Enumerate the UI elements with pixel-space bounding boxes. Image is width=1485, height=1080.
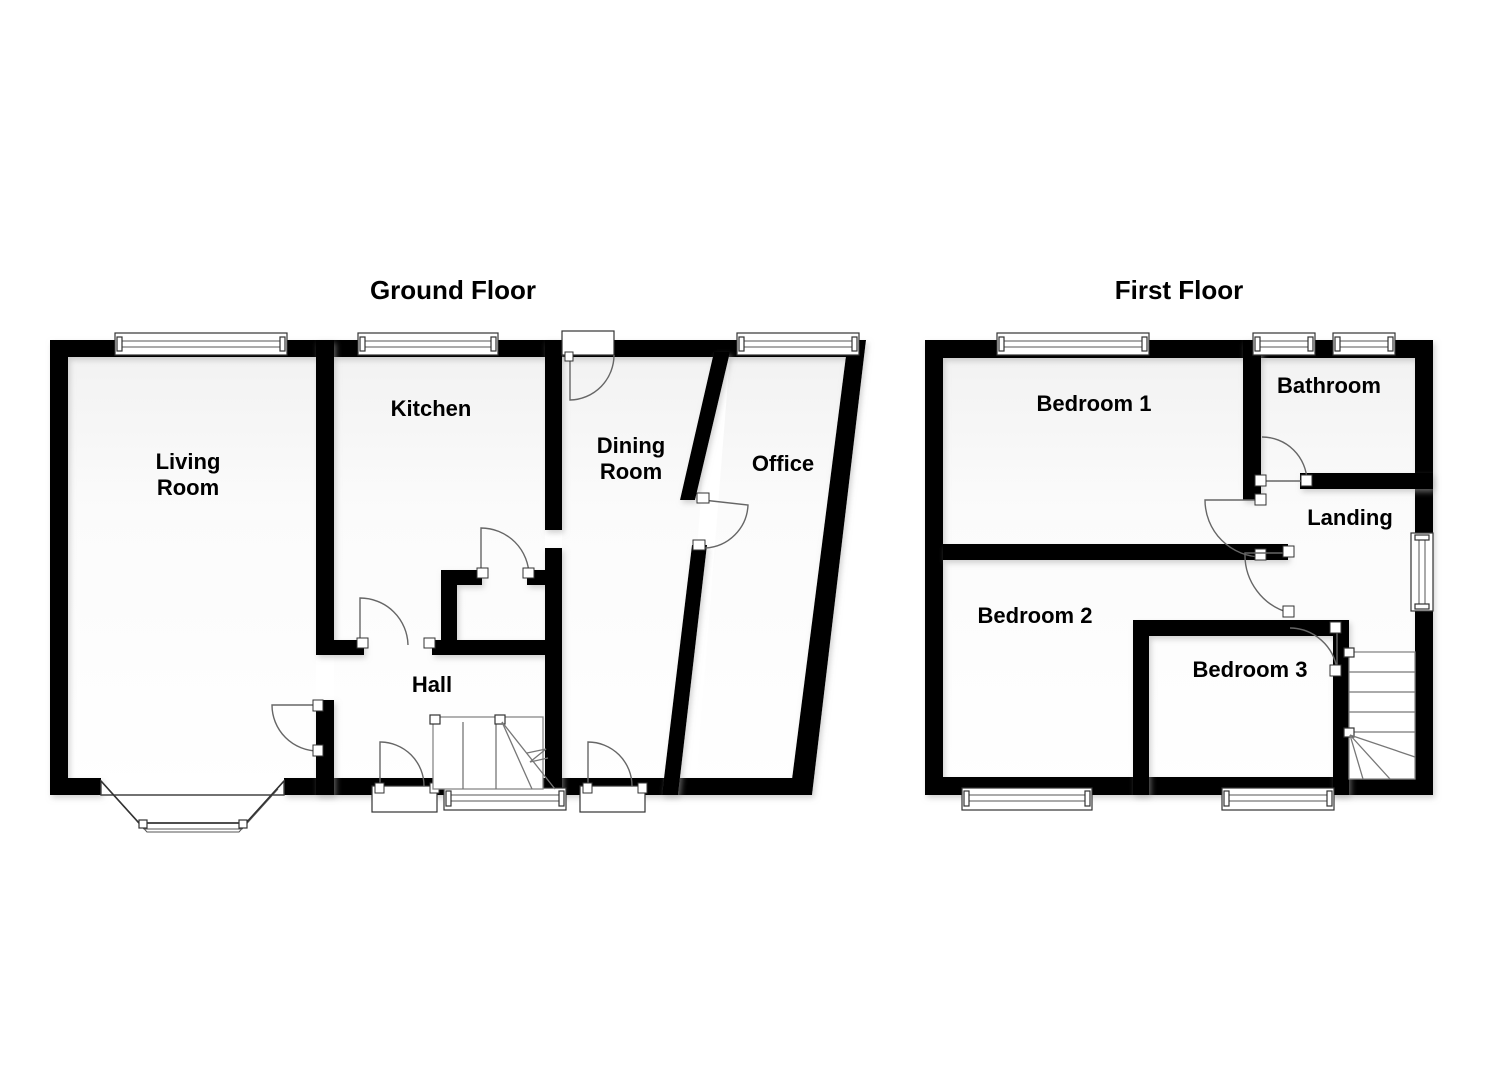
window-bathroom-top-right (1332, 332, 1396, 356)
landing-label: Landing (1307, 505, 1393, 530)
window-office-top (736, 332, 860, 356)
ff-wall-bed3-landing (1333, 620, 1349, 795)
gf-wall-left (50, 340, 68, 795)
ff-wall-bed1-bottom (943, 544, 1288, 560)
ff-wall-bed2-bed3 (1133, 620, 1149, 795)
door-hall-kitchen (356, 597, 436, 649)
first-floor-room-labels: Bedroom 1 Bathroom Landing Bedroom 2 Bed… (978, 373, 1393, 682)
ground-floor-interior-walls (316, 340, 730, 795)
ground-floor-group: Ground Floor (50, 275, 866, 838)
first-floor-interior-walls (943, 340, 1433, 795)
gf-wall-bottom-left (50, 778, 101, 795)
ground-floor-staircase (429, 714, 556, 790)
door-dining-office (692, 492, 749, 551)
window-bedroom3-bottom (1221, 787, 1335, 811)
stair-newel-right (494, 714, 506, 725)
living-room-floor (68, 355, 316, 795)
ff-wall-bed1-bathroom (1243, 340, 1261, 488)
living-room-label-line2: Room (157, 475, 219, 500)
gf-wall-kitchen-dining-upper (545, 340, 562, 530)
first-floor-group: First Floor (925, 275, 1434, 811)
bedroom3-label: Bedroom 3 (1193, 657, 1308, 682)
dining-room-floor (562, 355, 712, 795)
door-bedroom1 (1204, 493, 1267, 561)
door-bathroom (1254, 436, 1313, 487)
ff-wall-left (925, 340, 943, 795)
window-bedroom1-top (996, 332, 1150, 356)
first-floor-windows (961, 332, 1434, 811)
bay-window-frame-edge (100, 780, 285, 824)
gf-wall-dining-office-upper (680, 352, 730, 500)
ground-floor-doors (271, 330, 749, 813)
bedroom1-label: Bedroom 1 (1037, 391, 1152, 416)
gf-wall-dining-office-lower (662, 545, 707, 795)
window-living-room-top (114, 332, 288, 356)
bedroom2-label: Bedroom 2 (978, 603, 1093, 628)
window-bathroom-top-left (1252, 332, 1316, 356)
ground-floor-windows (114, 332, 860, 811)
first-floor-doors (1204, 436, 1342, 677)
stair-break-symbol (526, 748, 549, 763)
living-bay-inner (68, 773, 316, 795)
gf-wall-hall-dining-lower (545, 548, 562, 795)
office-label: Office (752, 451, 814, 476)
bay-window-mullion-left (138, 819, 148, 829)
stair-newel-top (1343, 647, 1355, 658)
dining-room-label-line1: Dining (597, 433, 665, 458)
ff-wall-bed3-top (1133, 620, 1333, 636)
gf-wall-living-kitchen-upper (316, 340, 334, 648)
dining-room-label-line2: Room (600, 459, 662, 484)
window-hall-bottom (443, 787, 567, 811)
stair-newel-bottom (1343, 727, 1355, 738)
kitchen-hall-floor (334, 355, 545, 795)
bay-window-mullion-right (238, 819, 248, 829)
window-bedroom2-bottom (961, 787, 1093, 811)
door-bedroom2 (1244, 545, 1295, 618)
door-hall-cupboard (476, 527, 535, 579)
ground-floor-title: Ground Floor (370, 275, 536, 305)
gf-wall-hall-top-left-stub (316, 640, 364, 655)
first-floor-staircase (1343, 647, 1416, 780)
door-dining-bottom (579, 741, 648, 813)
living-room-bay-window (100, 779, 285, 833)
hall-label: Hall (412, 672, 452, 697)
gf-wall-living-hall-lower (316, 700, 334, 795)
gf-wall-right-slanted (790, 340, 866, 795)
first-floor-floor (943, 355, 1415, 795)
living-room-label-line1: Living (156, 449, 221, 474)
first-floor-interior-fills (943, 355, 1415, 795)
first-floor-title: First Floor (1115, 275, 1244, 305)
door-bedroom3 (1289, 621, 1342, 677)
kitchen-label: Kitchen (391, 396, 472, 421)
door-living-hall (271, 699, 324, 757)
gf-wall-hall-top-right (432, 640, 545, 655)
door-front-entrance (561, 330, 615, 401)
door-hall-bottom-left (371, 741, 440, 813)
gf-wall-cupboard-top-left (441, 570, 482, 585)
window-kitchen-top (357, 332, 499, 356)
ff-wall-bathroom-bottom (1300, 473, 1433, 489)
window-landing-right (1410, 532, 1434, 612)
gf-wall-cupboard-left (441, 570, 457, 645)
stair-newel-left (429, 714, 441, 725)
bathroom-label: Bathroom (1277, 373, 1381, 398)
ground-floor-room-labels: Living Room Kitchen Dining Room Office H… (156, 396, 815, 697)
